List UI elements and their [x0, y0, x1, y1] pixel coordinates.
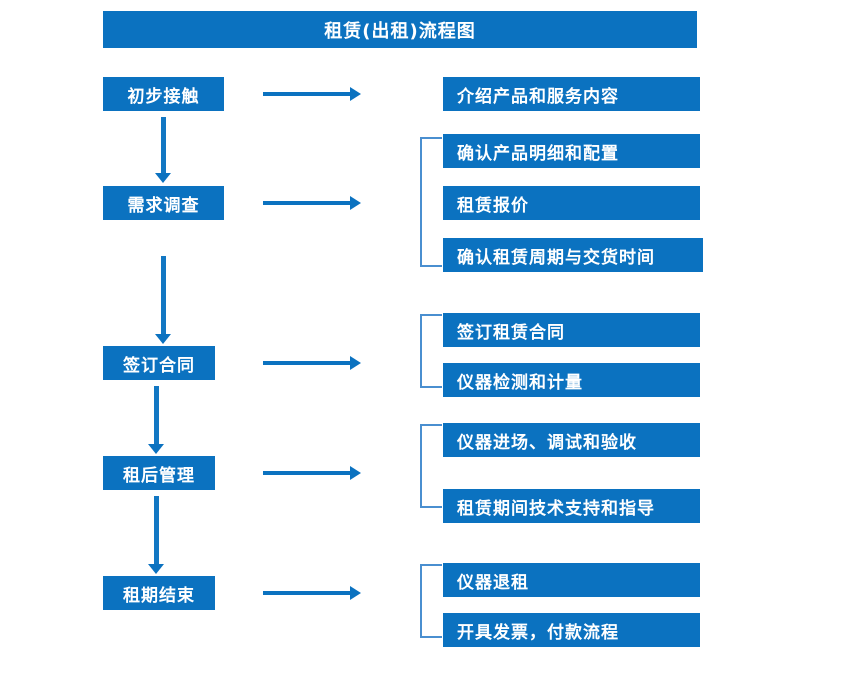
group-bracket-icon-3 — [420, 314, 442, 388]
detail-box-3-1[interactable]: 签订租赁合同 — [443, 313, 700, 347]
detail-box-3-2[interactable]: 仪器检测和计量 — [443, 363, 700, 397]
stage-box-5[interactable]: 租期结束 — [103, 576, 215, 610]
arrow-right-icon-5 — [263, 586, 361, 600]
detail-box-4-2[interactable]: 租赁期间技术支持和指导 — [443, 489, 700, 523]
diagram-title: 租赁(出租)流程图 — [103, 11, 697, 48]
detail-box-2-3[interactable]: 确认租赁周期与交货时间 — [443, 238, 703, 272]
detail-box-2-2[interactable]: 租赁报价 — [443, 186, 700, 220]
detail-box-1-1[interactable]: 介绍产品和服务内容 — [443, 77, 700, 111]
arrow-right-icon-4 — [263, 466, 361, 480]
arrow-right-icon-2 — [263, 196, 361, 210]
stage-box-3[interactable]: 签订合同 — [103, 346, 215, 380]
arrow-right-icon-1 — [263, 87, 361, 101]
arrow-down-icon-1 — [155, 117, 171, 183]
stage-box-4[interactable]: 租后管理 — [103, 456, 215, 490]
arrow-down-icon-2 — [155, 256, 171, 344]
arrow-right-icon-3 — [263, 356, 361, 370]
group-bracket-icon-2 — [420, 137, 442, 267]
detail-box-5-1[interactable]: 仪器退租 — [443, 563, 700, 597]
detail-box-4-1[interactable]: 仪器进场、调试和验收 — [443, 423, 700, 457]
arrow-down-icon-4 — [148, 496, 164, 574]
detail-box-2-1[interactable]: 确认产品明细和配置 — [443, 134, 700, 168]
arrow-down-icon-3 — [148, 386, 164, 454]
stage-box-2[interactable]: 需求调查 — [103, 186, 224, 220]
detail-box-5-2[interactable]: 开具发票，付款流程 — [443, 613, 700, 647]
group-bracket-icon-4 — [420, 424, 442, 508]
group-bracket-icon-5 — [420, 564, 442, 638]
stage-box-1[interactable]: 初步接触 — [103, 77, 224, 111]
